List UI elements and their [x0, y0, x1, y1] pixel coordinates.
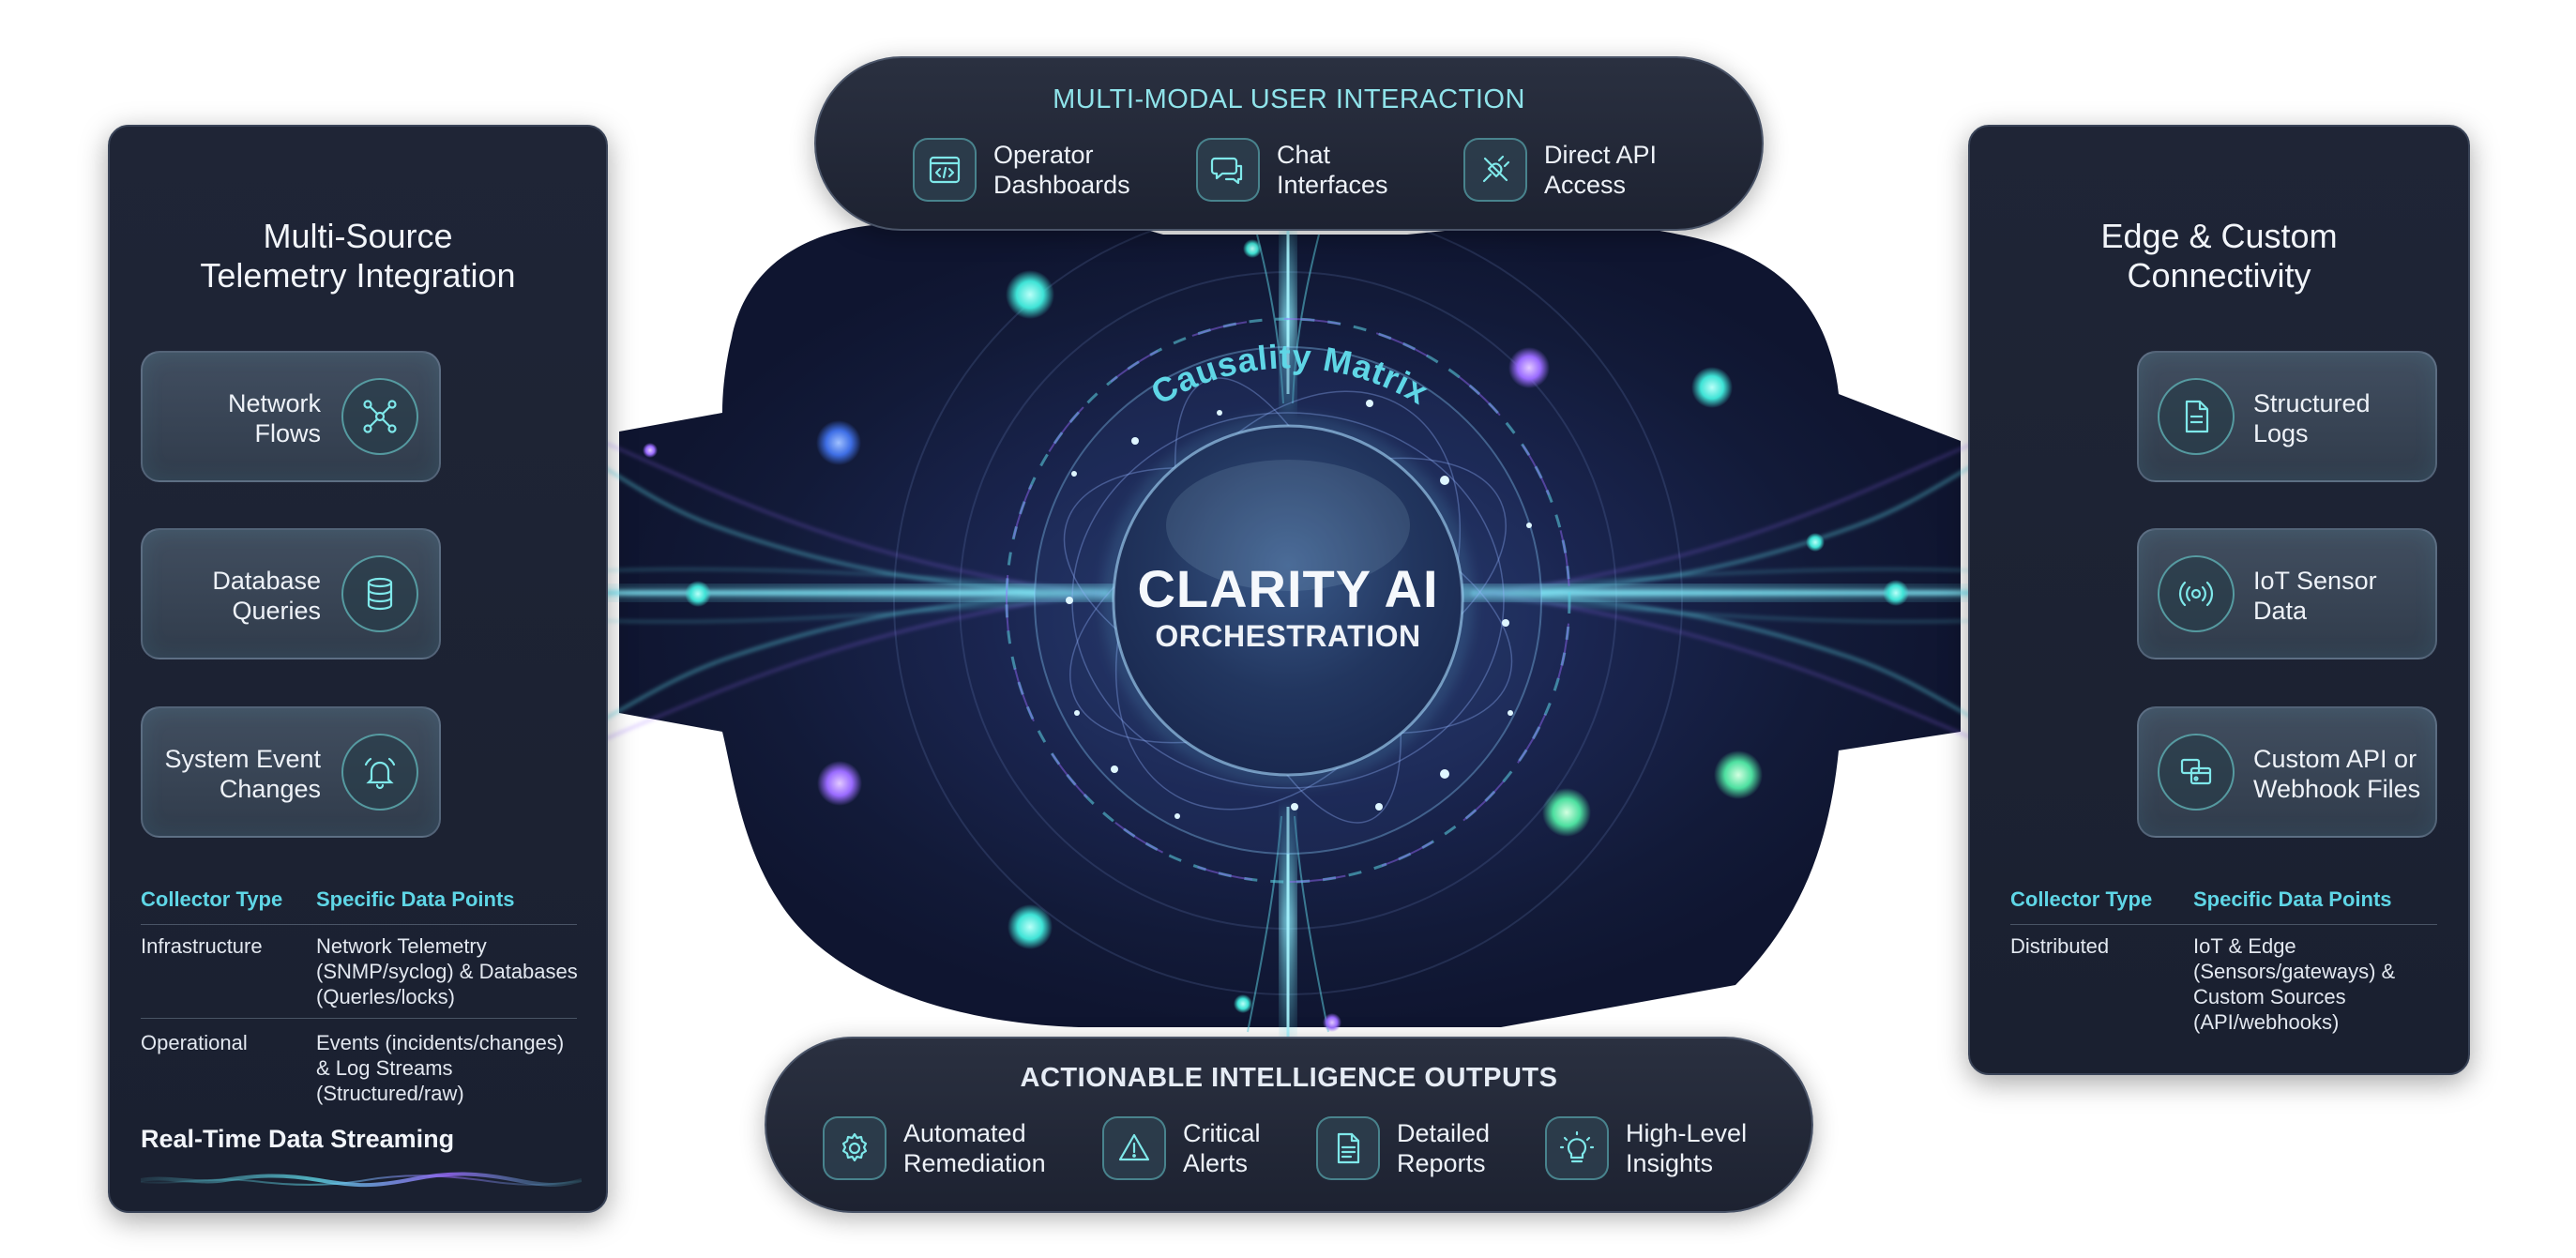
- telemetry-collector-table: Collector Type Specific Data Points Infr…: [110, 127, 606, 1211]
- chat-interfaces-line1: Chat: [1277, 141, 1331, 169]
- code-window-icon: [913, 138, 977, 202]
- user-interaction-title: MULTI-MODAL USER INTERACTION: [1053, 84, 1525, 114]
- iot-sensor-line2: Data: [2253, 597, 2308, 625]
- detailed-reports-line1: Detailed: [1397, 1119, 1491, 1147]
- file-icon: [2158, 378, 2235, 455]
- table-row-type: Operational: [141, 1031, 248, 1054]
- points-line: (Querles/locks): [316, 985, 455, 1008]
- warning-triangle-icon: [1102, 1116, 1166, 1180]
- iot-sensor-line1: IoT Sensor: [2253, 567, 2377, 595]
- edge-title-line1: Edge & Custom: [2100, 217, 2338, 255]
- automated-remediation-line1: Automated: [903, 1119, 1026, 1147]
- structured-logs-line1: Structured: [2253, 389, 2371, 417]
- direct-api-line1: Direct API: [1544, 141, 1658, 169]
- automated-remediation-line2: Remediation: [903, 1149, 1046, 1177]
- edge-collector-table: Collector Type Specific Data Points Dist…: [1970, 127, 2468, 1073]
- system-event-line1: System Event: [164, 745, 321, 773]
- operator-dashboards-line1: Operator: [993, 141, 1094, 169]
- points-line: & Log Streams: [316, 1056, 453, 1080]
- sensor-signal-icon: [2158, 555, 2235, 632]
- structured-logs-line2: Logs: [2253, 419, 2309, 447]
- custom-api-line1: Custom API or: [2253, 745, 2417, 773]
- plug-icon: [1463, 138, 1527, 202]
- points-line: Events (incidents/changes): [316, 1031, 565, 1054]
- webhook-windows-icon: [2158, 734, 2235, 811]
- collector-type-header: Collector Type: [2010, 887, 2153, 911]
- table-row-points: Events (incidents/changes) & Log Streams…: [316, 1030, 564, 1106]
- gear-icon: [823, 1116, 886, 1180]
- edge-connectivity-title: Edge & Custom Connectivity: [1970, 217, 2468, 296]
- high-level-insights-line1: High-Level: [1626, 1119, 1748, 1147]
- points-line: (API/webhooks): [2193, 1010, 2340, 1034]
- edge-title-line2: Connectivity: [2127, 256, 2311, 295]
- critical-alerts-line2: Alerts: [1183, 1149, 1249, 1177]
- core-title: CLARITY AI: [1137, 559, 1439, 618]
- points-line: Custom Sources: [2193, 985, 2346, 1008]
- network-nodes-icon: [341, 378, 418, 455]
- lightbulb-icon: [1545, 1116, 1609, 1180]
- critical-alerts-line1: Critical: [1183, 1119, 1261, 1147]
- database-queries-line1: Database: [212, 567, 321, 595]
- telemetry-integration-title: Multi-Source Telemetry Integration: [110, 217, 606, 296]
- database-icon: [341, 555, 418, 632]
- points-line: (SNMP/syclog) & Databases: [316, 960, 578, 983]
- network-flows-line1: Network: [227, 389, 321, 417]
- core-subtitle: ORCHESTRATION: [1155, 619, 1421, 653]
- chat-bubbles-icon: [1196, 138, 1260, 202]
- high-level-insights-line2: Insights: [1626, 1149, 1714, 1177]
- table-row-type: Distributed: [2010, 934, 2110, 958]
- intelligence-outputs-panel: ACTIONABLE INTELLIGENCE OUTPUTS Automate…: [765, 1037, 1813, 1213]
- network-flows-line2: Flows: [254, 419, 321, 447]
- custom-api-line2: Webhook Files: [2253, 775, 2421, 803]
- chat-interfaces-line2: Interfaces: [1277, 171, 1388, 199]
- telemetry-integration-panel: Multi-Source Telemetry Integration Netwo…: [108, 125, 608, 1213]
- telemetry-title-line1: Multi-Source: [263, 217, 453, 255]
- table-row-type: Infrastructure: [141, 934, 263, 958]
- detailed-reports-line2: Reports: [1397, 1149, 1486, 1177]
- table-row-points: IoT & Edge (Sensors/gateways) & Custom S…: [2193, 933, 2395, 1035]
- points-line: (Structured/raw): [316, 1082, 464, 1105]
- database-queries-line2: Queries: [232, 597, 321, 625]
- operator-dashboards-line2: Dashboards: [993, 171, 1130, 199]
- points-line: (Sensors/gateways) &: [2193, 960, 2396, 983]
- intelligence-outputs-title: ACTIONABLE INTELLIGENCE OUTPUTS: [1020, 1063, 1558, 1093]
- points-line: Network Telemetry: [316, 934, 487, 958]
- direct-api-line2: Access: [1544, 171, 1627, 199]
- data-points-header: Specific Data Points: [316, 887, 515, 911]
- telemetry-title-line2: Telemetry Integration: [200, 256, 516, 295]
- collector-type-header: Collector Type: [141, 887, 283, 911]
- document-icon: [1316, 1116, 1380, 1180]
- real-time-streaming-label: Real-Time Data Streaming: [141, 1125, 455, 1153]
- system-event-line2: Changes: [219, 775, 321, 803]
- table-row-points: Network Telemetry (SNMP/syclog) & Databa…: [316, 933, 578, 1009]
- bell-icon: [341, 734, 418, 811]
- streaming-waveform-graphic: [141, 1172, 582, 1188]
- points-line: IoT & Edge: [2193, 934, 2296, 958]
- data-points-header: Specific Data Points: [2193, 887, 2392, 911]
